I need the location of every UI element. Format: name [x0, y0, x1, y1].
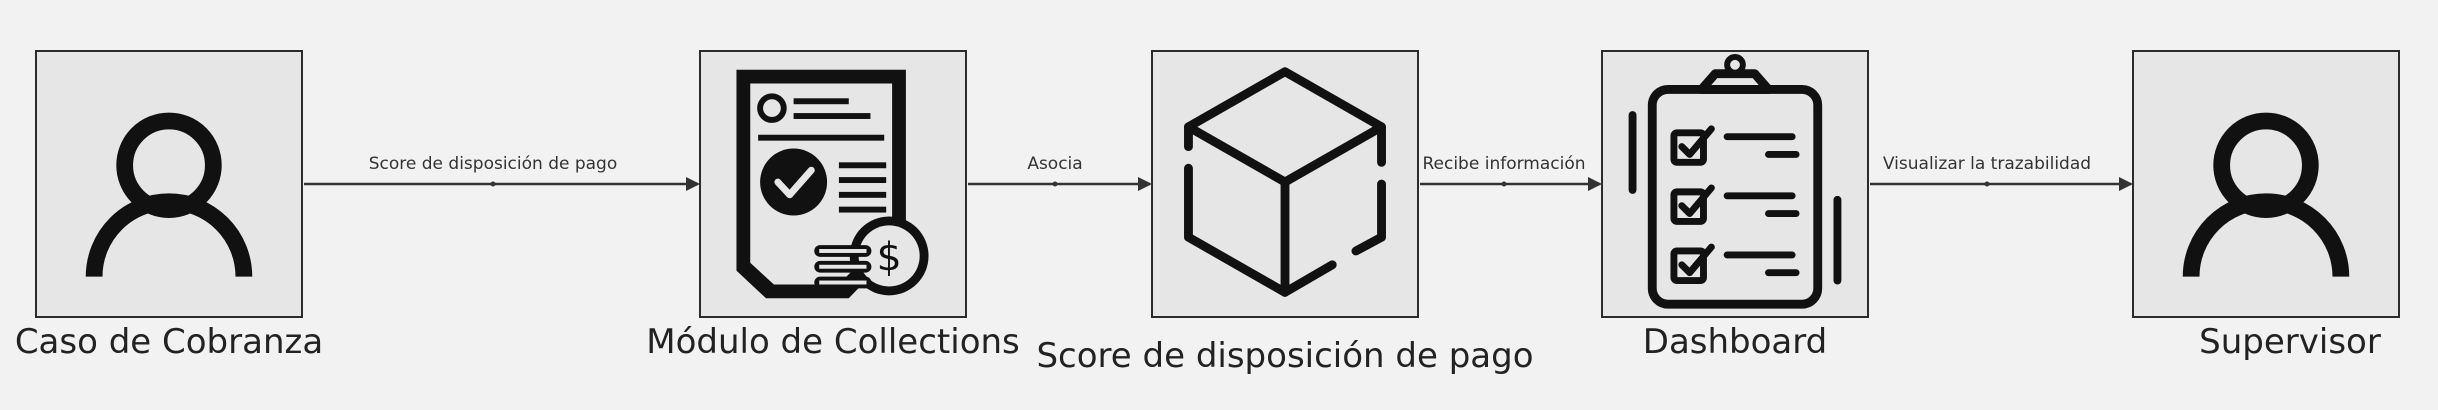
edge-label-caso-modulo: Score de disposición de pago — [368, 154, 618, 174]
user-icon — [85, 112, 253, 277]
clipboard-checklist-icon — [1628, 53, 1842, 309]
edge-score-dashboard[interactable] — [1420, 177, 1602, 191]
node-label-score-de-disposicion-de-pago: Score de disposición de pago — [1036, 336, 1534, 376]
edge-label-modulo-score: Asocia — [1027, 154, 1083, 174]
node-label-dashboard: Dashboard — [1642, 322, 1828, 362]
document-payment-icon: $ — [736, 69, 929, 299]
node-label-modulo-de-collections: Módulo de Collections — [646, 322, 1020, 362]
node-dashboard[interactable] — [1601, 50, 1869, 318]
user-icon — [2182, 112, 2350, 277]
node-modulo-de-collections[interactable]: $ — [699, 50, 967, 318]
edge-modulo-score[interactable] — [968, 177, 1152, 191]
cube-icon — [1184, 67, 1386, 297]
node-label-supervisor: Supervisor — [2199, 322, 2381, 362]
edge-label-dashboard-supervisor: Visualizar la trazabilidad — [1882, 154, 2092, 174]
svg-text:$: $ — [877, 235, 902, 281]
node-score-de-disposicion-de-pago[interactable] — [1151, 50, 1419, 318]
edge-dashboard-supervisor[interactable] — [1870, 177, 2133, 191]
edge-caso-modulo[interactable] — [304, 177, 700, 191]
node-caso-de-cobranza[interactable] — [35, 50, 303, 318]
node-supervisor[interactable] — [2132, 50, 2400, 318]
node-label-caso-de-cobranza: Caso de Cobranza — [14, 322, 324, 362]
edge-label-score-dashboard: Recibe información — [1422, 154, 1586, 174]
